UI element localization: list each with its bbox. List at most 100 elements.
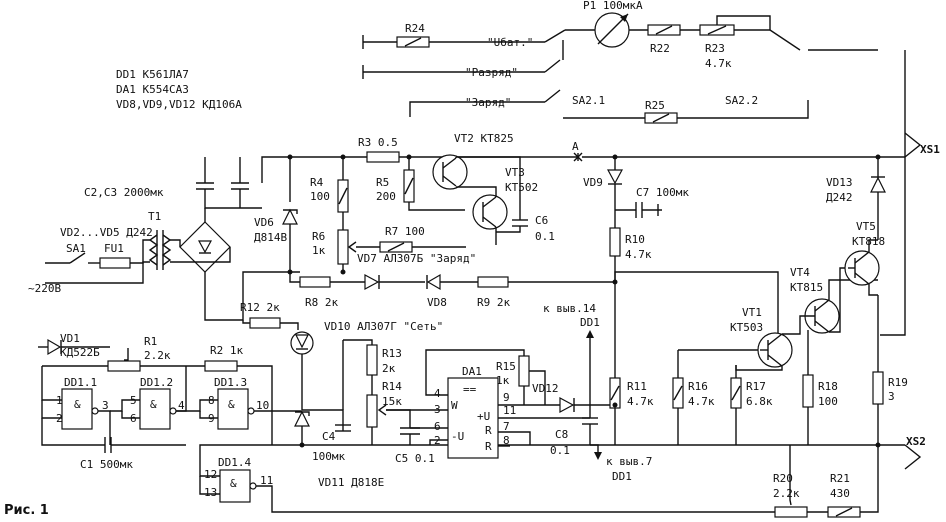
r20-potentiometer — [774, 506, 808, 518]
p1-label: P1 100мкА — [583, 0, 643, 12]
dd13-symbol: & — [228, 398, 235, 411]
r6-value: 1к — [312, 244, 326, 257]
vd7-led — [364, 273, 380, 291]
r10-value: 4.7к — [625, 248, 652, 261]
r18-resistor — [802, 374, 814, 408]
dd12-pin4: 4 — [178, 399, 185, 412]
r11-value: 4.7к — [627, 395, 654, 408]
r22-label: R22 — [650, 42, 670, 55]
r17-value: 6.8к — [746, 395, 773, 408]
pin7-label: к выв.7 — [606, 455, 652, 468]
pin7-dd1-label: DD1 — [612, 470, 632, 483]
r15-value: 1к — [496, 374, 510, 387]
da1-label: DA1 — [462, 365, 482, 378]
vd9-label: VD9 — [583, 176, 603, 189]
dd13-label: DD1.3 — [214, 376, 247, 389]
r8-resistor — [299, 276, 331, 288]
r14-label: R14 — [382, 380, 402, 393]
da1-pin9: 9 — [503, 391, 510, 404]
da1-pin6: 6 — [434, 420, 441, 433]
r17-label: R17 — [746, 380, 766, 393]
vd6-label: VD6 — [254, 216, 274, 229]
vd11-label: VD11 Д818Е — [318, 476, 384, 489]
c1-label: C1 500мк — [80, 458, 133, 471]
da1-r1: R — [485, 424, 492, 437]
r7-label: R7 100 — [385, 225, 425, 238]
vt5-label: VT5 — [856, 220, 876, 233]
vd13-label: VD13 — [826, 176, 853, 189]
r1-label: R1 — [144, 335, 157, 348]
r10-label: R10 — [625, 233, 645, 246]
c4-value: 100мк — [312, 450, 345, 463]
xs1-label: XS1 — [920, 143, 940, 156]
sa21-label: SA2.1 — [572, 94, 605, 107]
r14-potentiometer — [366, 394, 378, 428]
da1-minus-u: -U — [451, 430, 464, 443]
r23-value: 4.7к — [705, 57, 732, 70]
r14-value: 15к — [382, 395, 402, 408]
dd13-pin10: 10 — [256, 399, 269, 412]
r8-label: R8 2к — [305, 296, 338, 309]
vt3-transistor — [472, 194, 508, 230]
r3-resistor — [366, 151, 400, 163]
caps-label: C2,C3 2000мк — [84, 186, 164, 199]
da1-pin4: 4 — [434, 387, 441, 400]
vd6-value: Д814В — [254, 231, 287, 244]
vd1-label: VD1 — [60, 332, 80, 345]
r21-value: 430 — [830, 487, 850, 500]
xs2-label: XS2 — [906, 435, 926, 448]
parts-list-line-3: VD8,VD9,VD12 КД106А — [116, 98, 242, 111]
r6-label: R6 — [312, 230, 325, 243]
pin14-label: к выв.14 — [543, 302, 596, 315]
vd1-value: КД522Б — [60, 346, 100, 359]
switch-label-razryad: "Разряд" — [465, 66, 518, 79]
r2-label: R2 1к — [210, 344, 243, 357]
vd7-label: VD7 АЛ307Б "Заряд" — [357, 252, 476, 265]
r20-value: 2.2к — [773, 487, 800, 500]
c6-label: C6 — [535, 214, 548, 227]
c8-value: 0.1 — [550, 444, 570, 457]
r12-label: R12 2к — [240, 301, 280, 314]
c6-value: 0.1 — [535, 230, 555, 243]
vt2-label: VT2 KT825 — [454, 132, 514, 145]
r16-label: R16 — [688, 380, 708, 393]
c7-label: C7 100мк — [636, 186, 689, 199]
r6-potentiometer — [337, 229, 349, 265]
parts-list-line-2: DA1 K554CA3 — [116, 83, 189, 96]
r10-resistor — [609, 227, 621, 257]
r13-label: R13 — [382, 347, 402, 360]
r24-label: R24 — [405, 22, 425, 35]
r18-value: 100 — [818, 395, 838, 408]
r13-resistor — [366, 344, 378, 376]
r1-value: 2.2к — [144, 349, 171, 362]
dd11-label: DD1.1 — [64, 376, 97, 389]
vt5-transistor — [844, 250, 880, 286]
dd13-gate — [217, 388, 249, 430]
r16-value: 4.7к — [688, 395, 715, 408]
fu1-fuse — [99, 257, 131, 269]
da1-pin11: 11 — [503, 404, 516, 417]
vd12-diode — [559, 396, 575, 414]
switch-label-zaryad: "Заряд" — [465, 96, 511, 109]
vd13-value: Д242 — [826, 191, 853, 204]
dd11-gate — [61, 388, 93, 430]
dd12-symbol: & — [150, 398, 157, 411]
dd14-label: DD1.4 — [218, 456, 251, 469]
r9-label: R9 2к — [477, 296, 510, 309]
da1-plus-u: +U — [477, 410, 490, 423]
da1-r2: R — [485, 440, 492, 453]
r15-resistor — [518, 355, 530, 387]
c5-label: C5 0.1 — [395, 452, 435, 465]
vt3-label: VT3 — [505, 166, 525, 179]
vt1-value: KT503 — [730, 321, 763, 334]
vd10-label: VD10 АЛ307Г "Сеть" — [324, 320, 443, 333]
parts-list-line-1: DD1 K561ЛА7 — [116, 68, 189, 81]
vt1-transistor — [757, 332, 793, 368]
r1-potentiometer — [107, 360, 141, 372]
vt4-value: KT815 — [790, 281, 823, 294]
node-a-label: A — [572, 140, 579, 153]
bridge-label: VD2...VD5 Д242 — [60, 226, 153, 239]
vt1-label: VT1 — [742, 306, 762, 319]
da1-pin7: 7 — [503, 420, 510, 433]
r4-value: 100 — [310, 190, 330, 203]
